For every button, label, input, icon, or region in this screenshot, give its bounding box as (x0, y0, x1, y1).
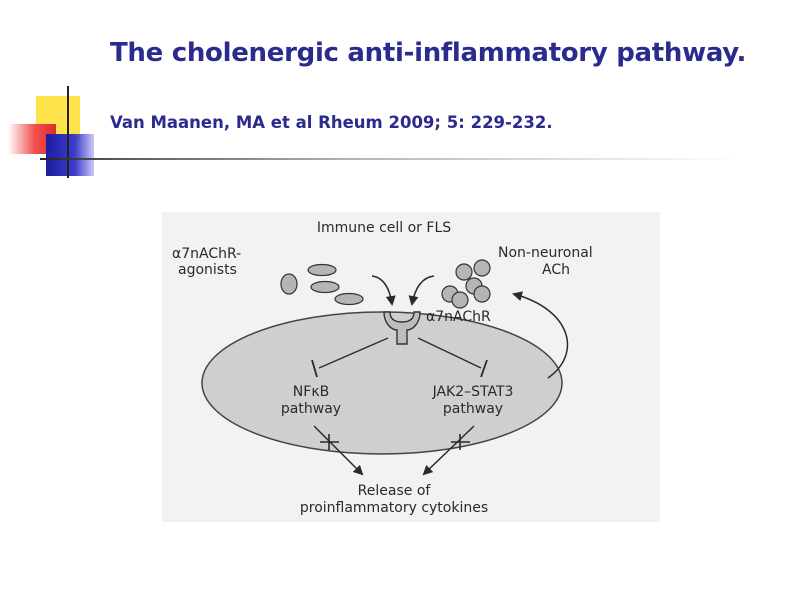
feedback-arrow (512, 291, 569, 379)
decor-blue-square (46, 134, 94, 176)
nonneuronal-label-line2: ACh (542, 262, 570, 278)
agonist-molecule (310, 280, 340, 294)
nfkb-label-line1: NFκB (293, 384, 329, 400)
agonists-label-line2: agonists (178, 262, 237, 278)
pathway-diagram: Immune cell or FLS α7nAChR- agonists Non… (162, 212, 660, 522)
a7nachr-receptor (383, 311, 421, 345)
ach-molecule (455, 263, 473, 281)
cell-body (201, 311, 563, 455)
jak-label-line1: JAK2–STAT3 (432, 384, 514, 400)
jak-label-line2: pathway (443, 401, 503, 417)
nfkb-inhibition-bar (311, 359, 318, 378)
agonist-molecule (334, 292, 364, 306)
nonneuronal-label-line1: Non-neuronal (498, 245, 593, 261)
ach-binding-arrow (408, 275, 435, 306)
ach-molecule (473, 285, 491, 303)
jak-release-arrow (422, 425, 475, 476)
nfkb-label-line2: pathway (281, 401, 341, 417)
slide-citation: Van Maanen, MA et al Rheum 2009; 5: 229-… (110, 113, 553, 132)
jak-release-block-cross (451, 434, 470, 450)
ach-molecule (451, 291, 469, 309)
decor-vertical-line (67, 86, 69, 178)
jak-inhibition-bar (480, 359, 488, 378)
ach-molecule (473, 259, 491, 277)
jak-inhibition-line (417, 337, 482, 369)
nfkb-inhibition-line (318, 337, 389, 369)
nfkb-release-arrow (313, 425, 364, 476)
release-label-line1: Release of (358, 483, 432, 499)
receptor-label: α7nAChR (426, 309, 491, 325)
nfkb-release-block-cross (320, 434, 339, 450)
slide-title: The cholenergic anti-inflammatory pathwa… (110, 38, 747, 68)
agonists-label-line1: α7nAChR- (172, 246, 241, 262)
agonist-binding-arrow (371, 275, 396, 306)
agonist-molecule (280, 273, 298, 295)
decor-horizontal-line (40, 158, 740, 160)
cell-type-label: Immune cell or FLS (317, 220, 451, 236)
release-label-line2: proinflammatory cytokines (300, 500, 488, 516)
agonist-molecule (307, 263, 337, 277)
